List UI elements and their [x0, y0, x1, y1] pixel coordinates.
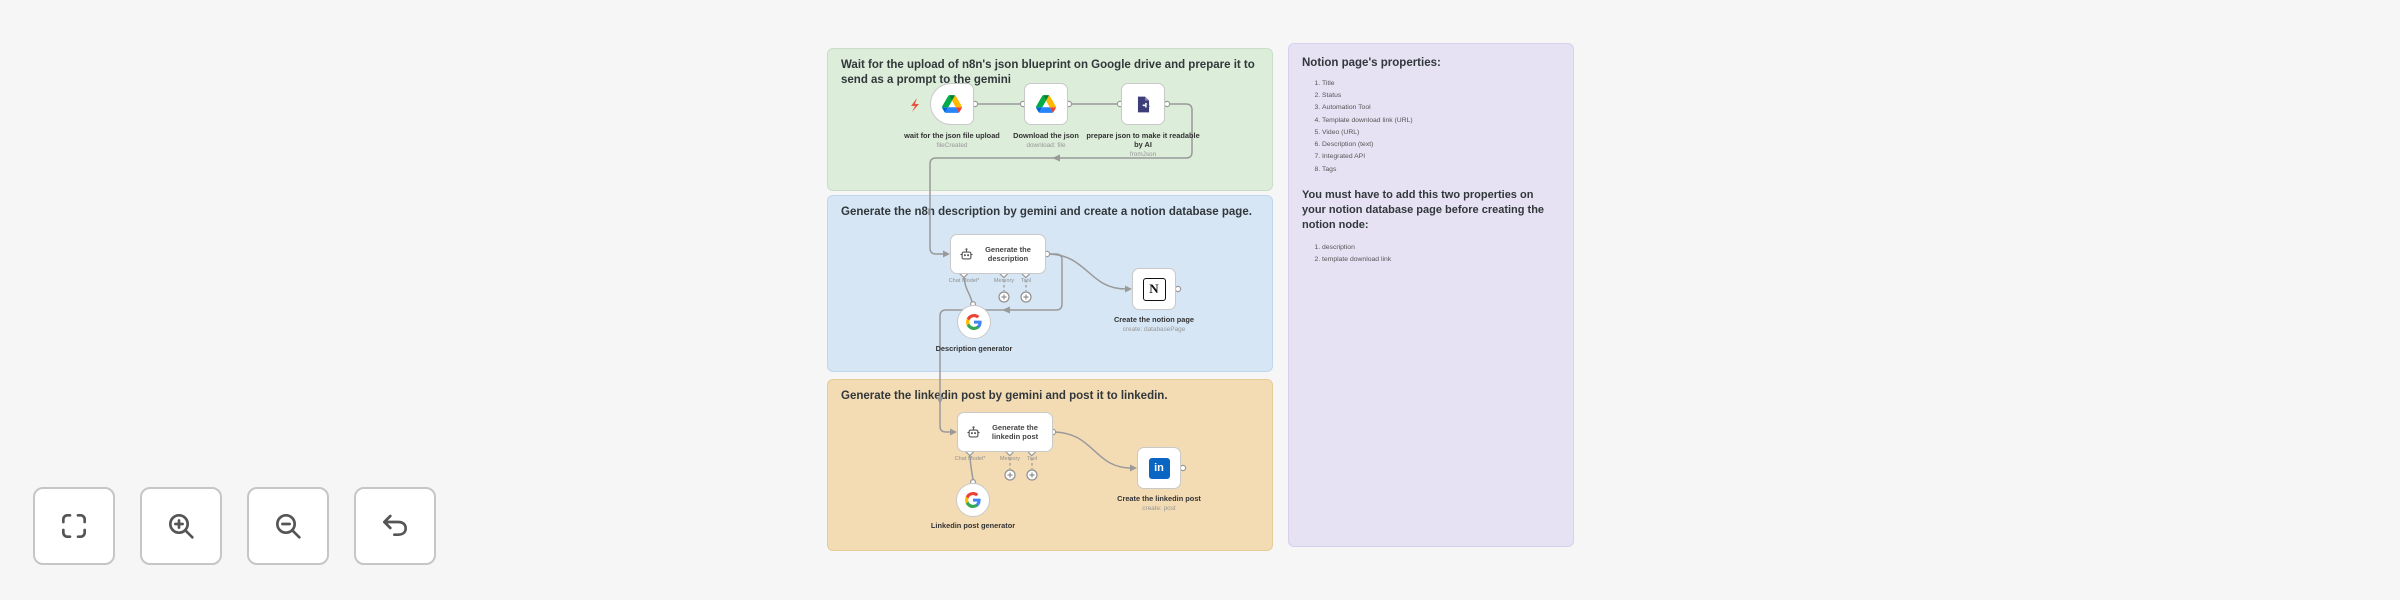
list-item: Tags [1322, 165, 1560, 175]
anchor-memory[interactable]: Memory [999, 456, 1021, 462]
google-g-icon [966, 314, 982, 330]
sticky-note-orange[interactable]: Generate the linkedin post by gemini and… [827, 379, 1273, 551]
sticky-note-blue-title: Generate the n8n description by gemini a… [841, 206, 1252, 218]
notion-properties-heading: Notion page's properties: [1302, 57, 1441, 69]
extract-file-icon [1137, 96, 1150, 112]
agent-node-title: Generate the description [985, 245, 1031, 263]
node-notion[interactable]: N [1132, 268, 1176, 310]
google-g-icon [965, 492, 981, 508]
node-description-agent[interactable]: Generate the description [950, 234, 1046, 274]
list-item: description [1322, 243, 1560, 253]
node-label-description-model: Description generator [935, 344, 1013, 353]
list-item: Title [1322, 79, 1560, 89]
node-prepare-json[interactable] [1121, 83, 1165, 125]
list-item: Integrated API [1322, 152, 1560, 162]
sticky-note-green-title: Wait for the upload of n8n's json bluepr… [841, 59, 1255, 86]
sticky-note-orange-title: Generate the linkedin post by gemini and… [841, 390, 1168, 402]
list-item: Template download link (URL) [1322, 116, 1560, 126]
list-item: Video (URL) [1322, 128, 1560, 138]
notion-icon: N [1142, 277, 1166, 301]
zoom-in-button[interactable] [140, 487, 222, 565]
trigger-bolt-icon [911, 98, 919, 112]
list-item: template download link [1322, 255, 1560, 265]
node-drive-download[interactable] [1024, 83, 1068, 125]
robot-icon [967, 425, 980, 437]
sticky-note-purple[interactable]: Notion page's properties: Title Status A… [1288, 43, 1574, 547]
node-linkedin-model[interactable] [956, 483, 990, 517]
fit-view-icon [62, 514, 86, 538]
robot-icon [960, 247, 973, 259]
anchor-memory[interactable]: Memory [993, 278, 1015, 284]
zoom-in-icon [169, 514, 194, 539]
notion-required-note: You must have to add this two properties… [1302, 189, 1545, 231]
undo-button[interactable] [354, 487, 436, 565]
zoom-out-icon [276, 514, 301, 539]
node-linkedin[interactable]: in [1137, 447, 1181, 489]
notion-required-list: description template download link [1308, 243, 1560, 265]
zoom-out-button[interactable] [247, 487, 329, 565]
node-linkedin-agent[interactable]: Generate the linkedin post [957, 412, 1053, 452]
anchor-chat-model[interactable]: Chat Model* [954, 456, 986, 462]
linkedin-icon: in [1148, 457, 1170, 479]
undo-icon [383, 514, 407, 536]
node-drive-trigger[interactable] [930, 83, 974, 125]
notion-properties-list: Title Status Automation Tool Template do… [1308, 79, 1560, 174]
agent-node-title: Generate the linkedin post [991, 423, 1039, 441]
sticky-note-blue[interactable]: Generate the n8n description by gemini a… [827, 195, 1273, 372]
anchor-tool[interactable]: Tool [1026, 456, 1038, 462]
google-drive-icon [942, 95, 962, 113]
list-item: Automation Tool [1322, 103, 1560, 113]
fit-view-button[interactable] [33, 487, 115, 565]
anchor-tool[interactable]: Tool [1020, 278, 1032, 284]
sticky-note-green[interactable]: Wait for the upload of n8n's json bluepr… [827, 48, 1273, 191]
list-item: Status [1322, 91, 1560, 101]
anchor-chat-model[interactable]: Chat Model* [948, 278, 980, 284]
list-item: Description (text) [1322, 140, 1560, 150]
google-drive-icon [1036, 95, 1056, 113]
node-label-linkedin-model: Linkedin post generator [930, 521, 1016, 530]
node-description-model[interactable] [957, 305, 991, 339]
canvas-toolbar [33, 487, 436, 565]
